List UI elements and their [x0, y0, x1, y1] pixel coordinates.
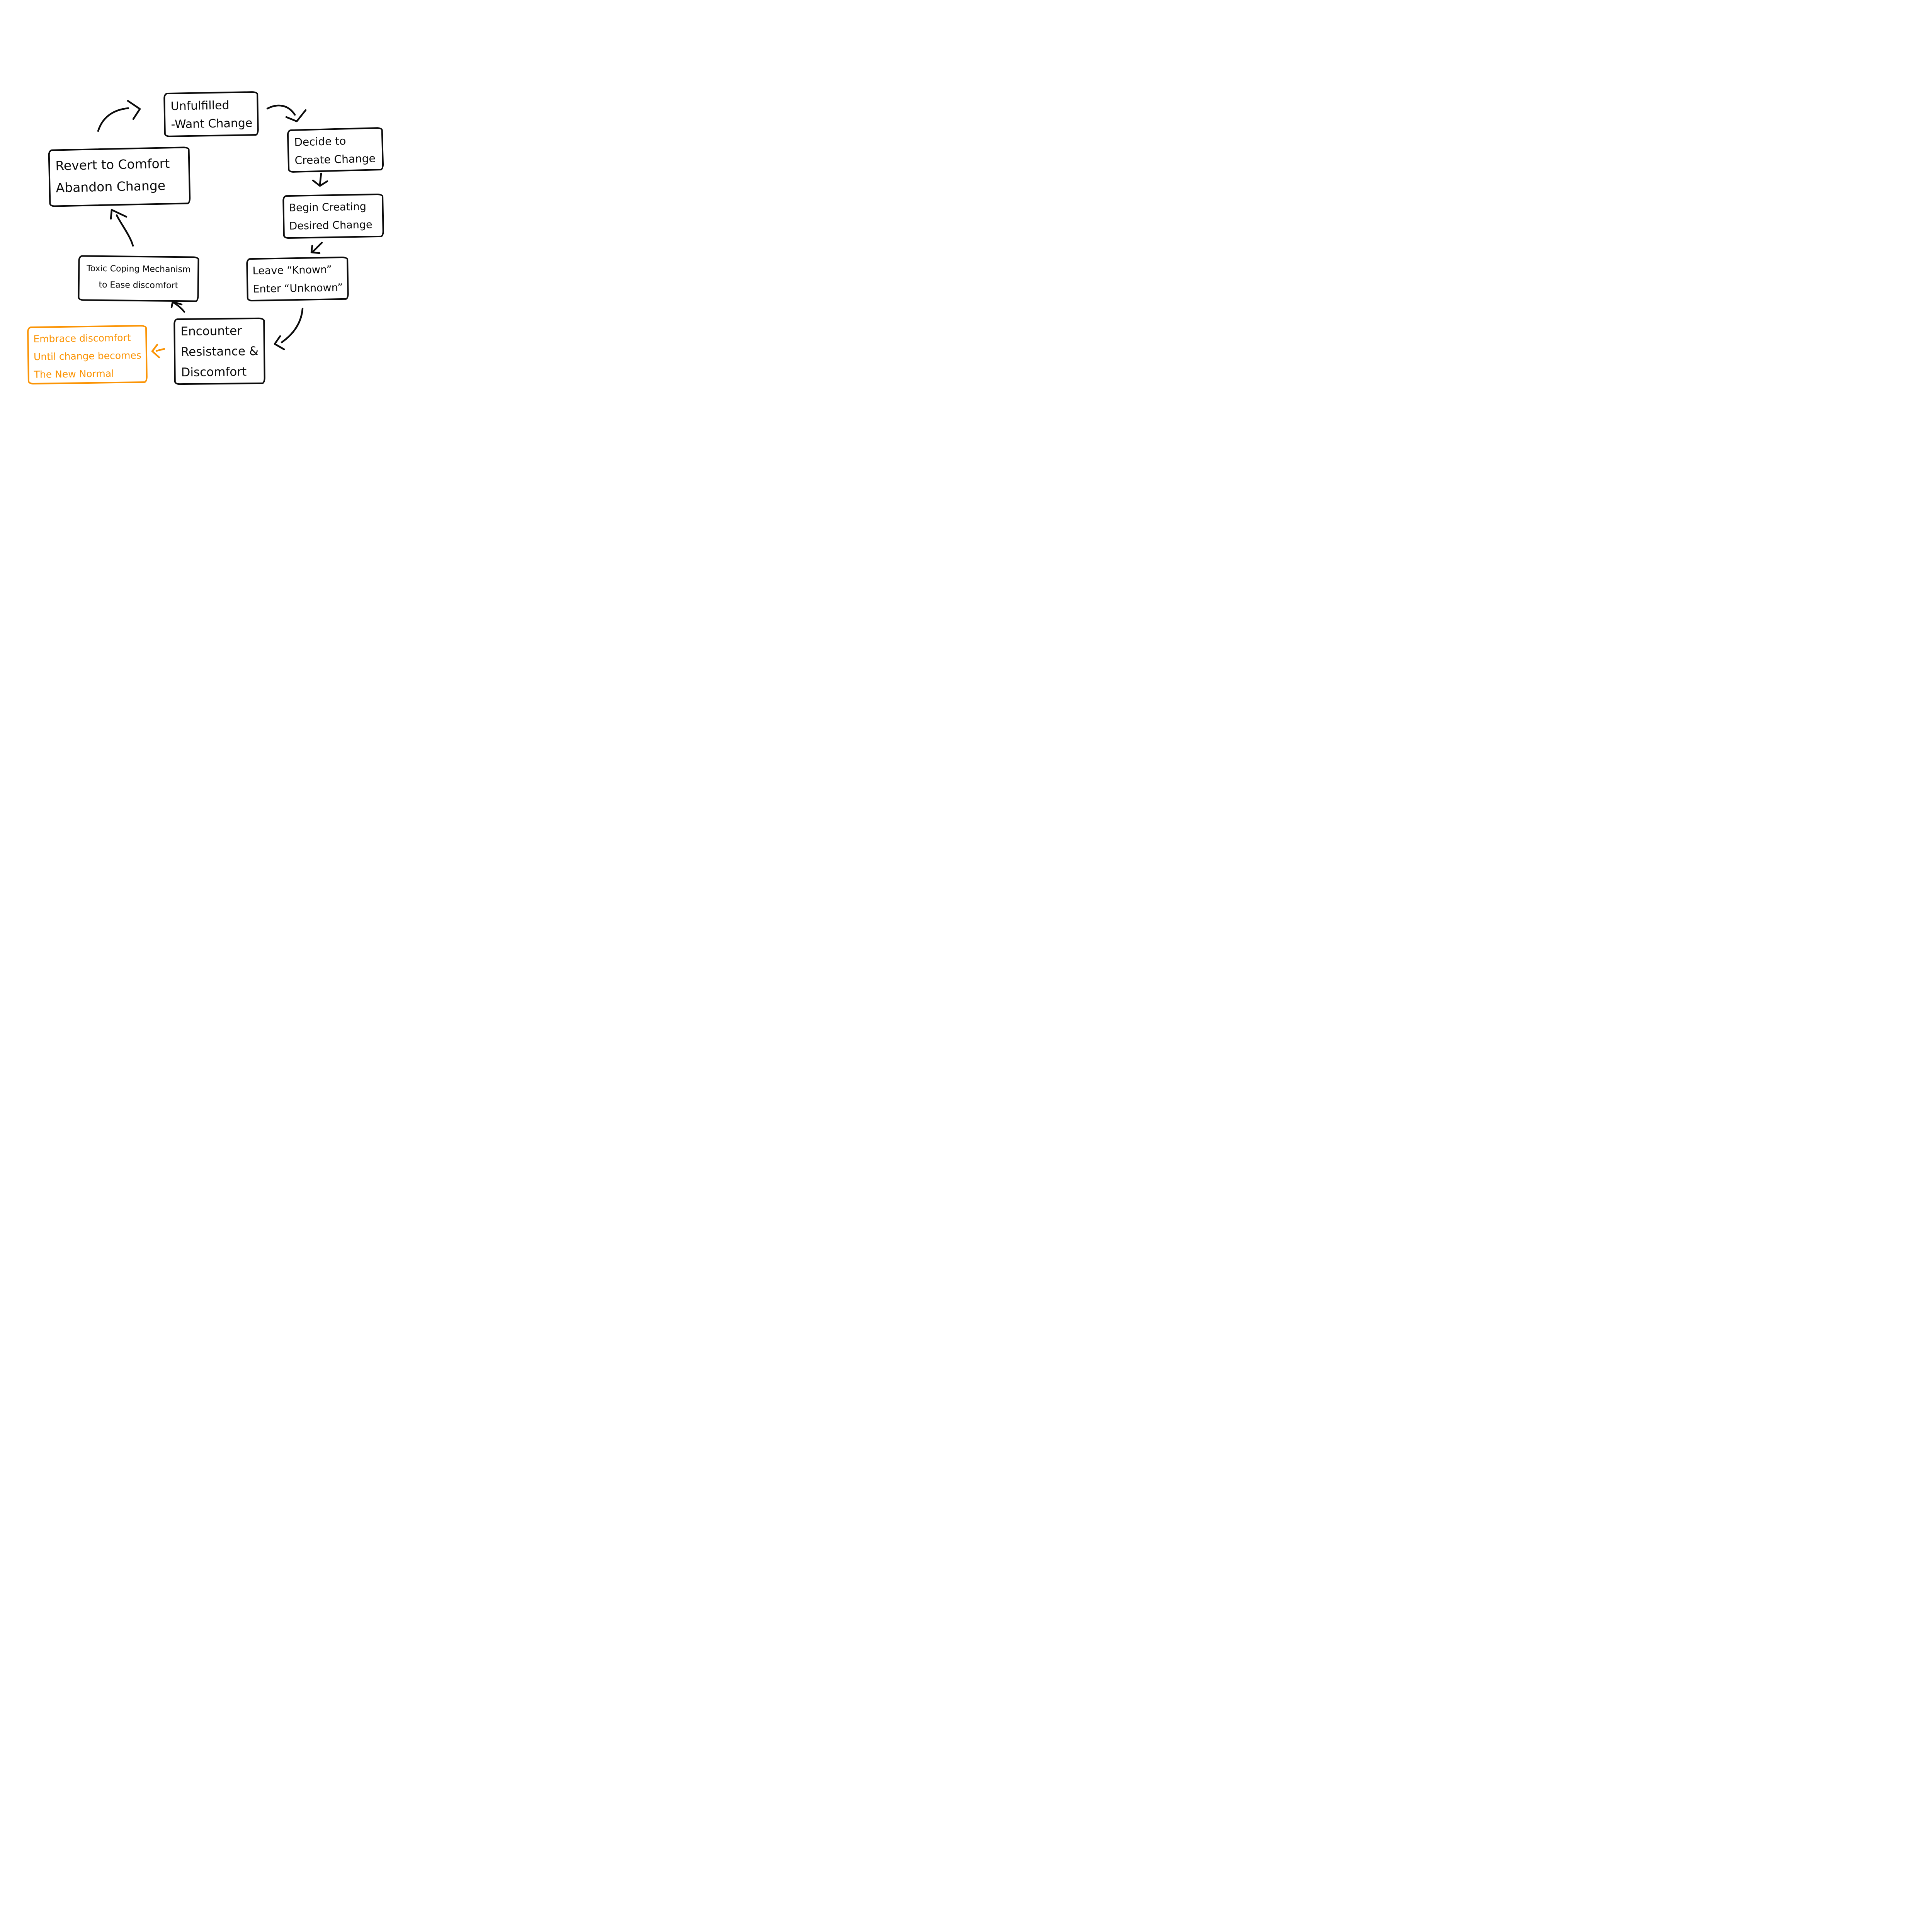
node-leave-line: Leave “Known”: [252, 264, 332, 277]
node-decide: Decide to Create Change: [287, 127, 384, 173]
node-begin-line: Desired Change: [289, 219, 372, 232]
node-toxic-line: Toxic Coping Mechanism: [86, 264, 191, 275]
arrow-encounter-to-toxic: [170, 301, 185, 313]
arrows-layer: [97, 100, 328, 359]
node-begin-line: Begin Creating: [289, 201, 367, 214]
node-leave: Leave “Known” Enter “Unknown”: [246, 256, 349, 302]
arrow-unfulfilled-to-decide: [266, 104, 307, 122]
node-embrace-line: Embrace discomfort: [33, 332, 131, 345]
arrow-toxic-to-revert: [110, 209, 134, 247]
node-decide-line: Decide to: [294, 134, 346, 149]
node-toxic: Toxic Coping Mechanism to Ease discomfor…: [78, 255, 199, 302]
node-unfulfilled-line: Unfulfilled: [170, 99, 230, 113]
arrow-encounter-to-embrace: [151, 344, 165, 359]
node-encounter-line: Encounter: [180, 324, 242, 339]
node-revert: Revert to Comfort Abandon Change: [48, 146, 191, 207]
node-embrace-line: The New Normal: [34, 368, 114, 380]
node-encounter: Encounter Resistance & Discomfort: [173, 317, 265, 385]
node-encounter-line: Resistance &: [180, 344, 259, 359]
node-encounter-line: Discomfort: [181, 365, 247, 380]
node-begin: Begin Creating Desired Change: [282, 193, 384, 239]
node-toxic-line: to Ease discomfort: [99, 280, 179, 291]
node-embrace-line: Until change becomes: [33, 350, 142, 362]
node-revert-line: Abandon Change: [56, 178, 166, 196]
arrow-revert-to-unfulfilled: [97, 100, 141, 132]
node-revert-line: Revert to Comfort: [55, 156, 170, 173]
node-decide-line: Create Change: [294, 152, 376, 167]
node-leave-line: Enter “Unknown”: [253, 281, 343, 296]
arrow-decide-to-begin: [312, 172, 328, 187]
arrow-begin-to-leave: [310, 242, 323, 254]
node-unfulfilled: Unfulfilled -Want Change: [163, 91, 259, 138]
node-unfulfilled-line: -Want Change: [171, 116, 253, 131]
change-cycle-diagram: Unfulfilled -Want Change Decide to Creat…: [0, 0, 417, 417]
node-embrace: Embrace discomfort Until change becomes …: [27, 325, 148, 385]
arrow-leave-to-encounter: [274, 308, 304, 350]
